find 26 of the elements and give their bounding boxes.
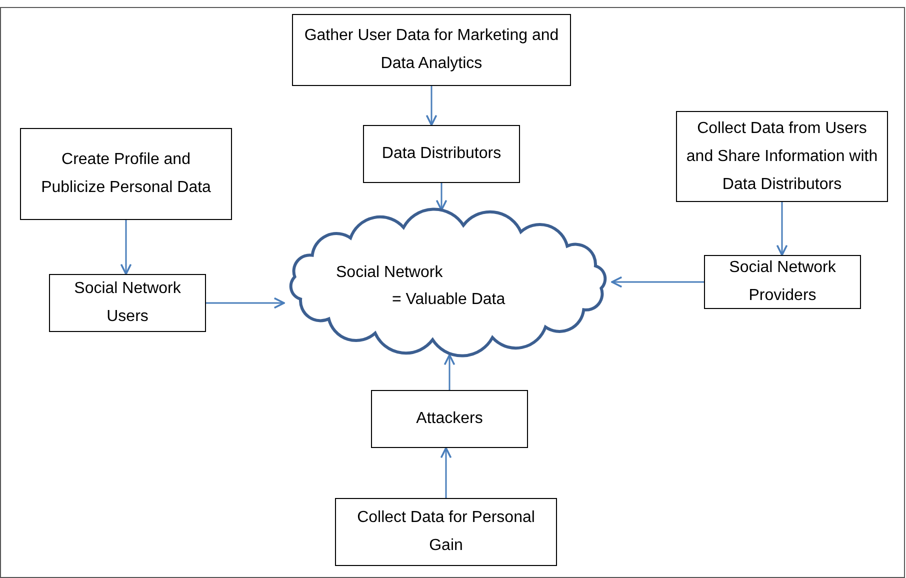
process-box [292,14,571,86]
process-box [20,128,232,220]
arrow [120,220,132,275]
box-label: Gather User Data for Marketing and Data Analytics [303,26,560,74]
arrow [206,297,285,309]
arrow [436,183,448,211]
cloud-label: Social Network [336,263,443,283]
process-box [49,274,206,332]
process-box [335,498,557,566]
box-label: Create Profile and Publicize Personal Data [40,150,212,198]
process-box [363,125,520,183]
process-box [371,390,528,448]
box-label: Data Distributors [382,144,502,164]
cloud-label: = Valuable Data [392,290,506,310]
process-box [704,255,861,309]
arrow [776,202,788,256]
box-label: Collect Data from Users and Share Information with Data Distributors [685,118,879,194]
arrow [440,447,452,498]
arrow [611,276,704,288]
process-box [676,111,888,202]
box-label: Attackers [416,409,483,429]
arrow [444,354,456,390]
box-label: Collect Data for Personal Gain [356,508,536,556]
box-label: Social Network Providers [728,258,837,306]
arrow [426,86,438,126]
box-label: Social Network Users [73,279,182,327]
